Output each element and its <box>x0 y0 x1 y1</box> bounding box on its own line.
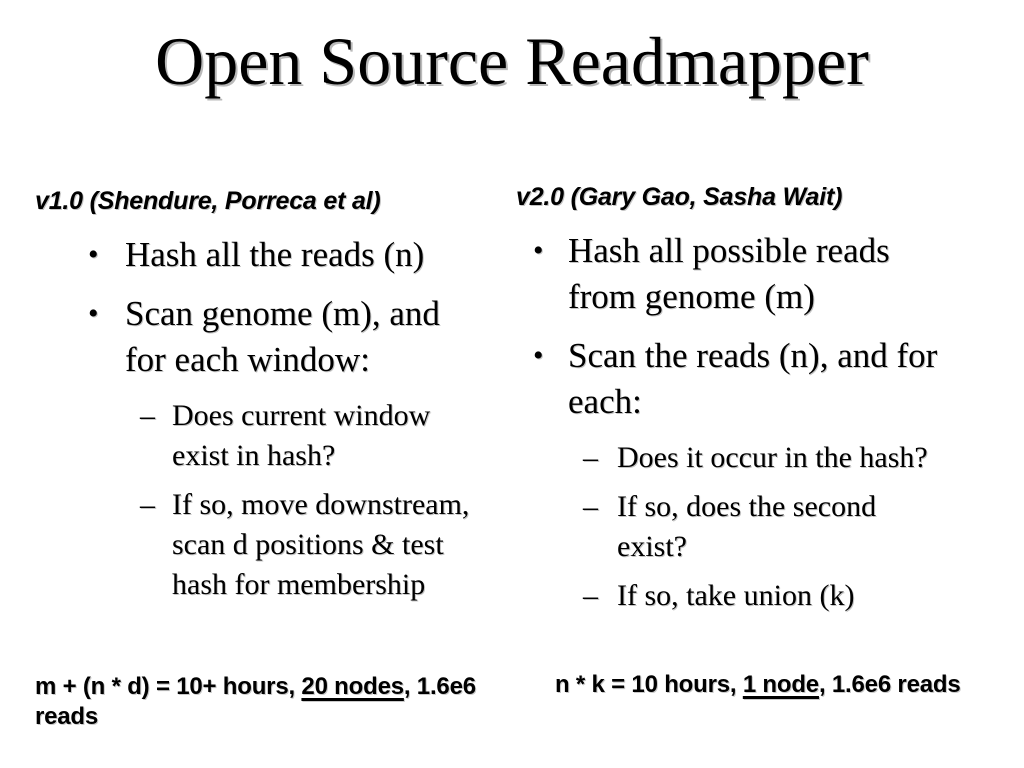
sub-bullet-item: – If so, move downstream, scan d positio… <box>35 485 475 605</box>
column-v2: v2.0 (Gary Gao, Sasha Wait) • Hash all p… <box>516 182 951 625</box>
bullet-item: • Scan the reads (n), and for each: <box>516 333 951 425</box>
footer-text: m + (n * d) = 10+ hours, <box>35 673 302 700</box>
footer-underlined-text: 20 nodes <box>301 673 404 700</box>
bullet-item: • Hash all possible reads from genome (m… <box>516 228 951 320</box>
sub-bullet-item: – Does it occur in the hash? <box>516 438 951 478</box>
dash-icon: – <box>583 490 598 523</box>
bullet-text: Hash all the reads (n) <box>125 235 425 274</box>
v2-performance-summary: n * k = 10 hours, 1 node, 1.6e6 reads <box>555 670 1000 700</box>
bullet-icon: • <box>533 234 544 267</box>
sub-bullet-text: Does it occur in the hash? <box>617 441 928 474</box>
bullet-item: • Scan genome (m), and for each window: <box>35 291 475 383</box>
sub-bullet-text: If so, does the second exist? <box>617 490 877 563</box>
bullet-icon: • <box>533 339 544 372</box>
footer-text: , 1.6e6 reads <box>35 673 476 730</box>
footer-text: n * k = 10 hours, <box>555 671 743 698</box>
dash-icon: – <box>140 488 155 521</box>
dash-icon: – <box>583 441 598 474</box>
v1-performance-summary: m + (n * d) = 10+ hours, 20 nodes, 1.6e6… <box>35 672 525 732</box>
bullet-text: Hash all possible reads from genome (m) <box>568 231 890 316</box>
bullet-icon: • <box>88 238 99 271</box>
footer-text: , 1.6e6 reads <box>818 671 961 698</box>
bullet-icon: • <box>88 297 99 330</box>
v1-header: v1.0 (Shendure, Porreca et al) <box>35 187 381 215</box>
v2-header: v2.0 (Gary Gao, Sasha Wait) <box>516 183 843 211</box>
sub-bullet-item: – If so, take union (k) <box>516 576 951 616</box>
sub-bullet-text: If so, take union (k) <box>617 579 855 612</box>
sub-bullet-text: If so, move downstream, scan d positions… <box>172 488 470 601</box>
sub-bullet-item: – Does current window exist in hash? <box>35 396 475 476</box>
sub-bullet-item: – If so, does the second exist? <box>516 487 951 567</box>
slide-title: Open Source Readmapper <box>155 23 869 99</box>
dash-icon: – <box>140 399 155 432</box>
column-v1: v1.0 (Shendure, Porreca et al) • Hash al… <box>35 186 475 614</box>
footer-underlined-text: 1 node <box>742 671 819 698</box>
dash-icon: – <box>583 579 598 612</box>
bullet-text: Scan the reads (n), and for each: <box>568 336 938 421</box>
bullet-text: Scan genome (m), and for each window: <box>125 294 440 379</box>
bullet-item: • Hash all the reads (n) <box>35 232 475 278</box>
sub-bullet-text: Does current window exist in hash? <box>172 399 431 472</box>
